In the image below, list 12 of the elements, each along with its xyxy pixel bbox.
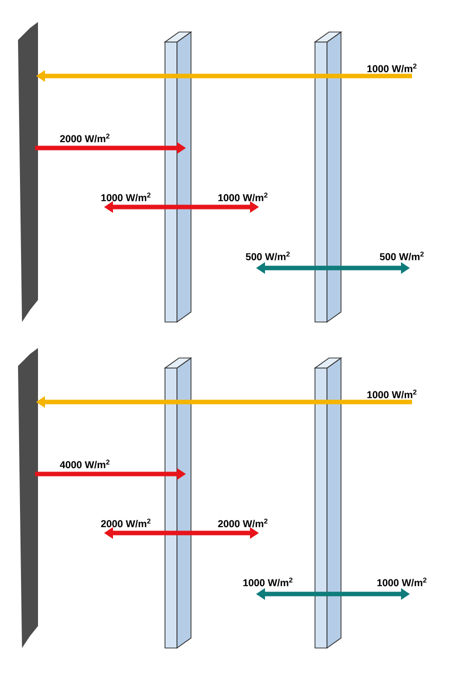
flux-label: 500 W/m$^{2}$ bbox=[246, 252, 290, 260]
flux-label: 1000 W/m$^{2}$ bbox=[367, 64, 416, 72]
flux-label: 1000 W/m$^{2}$ bbox=[367, 390, 416, 398]
flux-label: 1000 W/m$^{2}$ bbox=[377, 578, 426, 586]
flux-label: 2000 W/m$^{2}$ bbox=[101, 518, 150, 528]
flux-label: 1000 W/m$^{2}$ bbox=[218, 192, 268, 202]
flux-label: 2000 W/m$^{2}$ bbox=[60, 134, 110, 142]
flux-label: 500 W/m$^{2}$ bbox=[380, 252, 424, 260]
flux-label: 1000 W/m$^{2}$ bbox=[243, 578, 292, 586]
flux-label: 1000 W/m$^{2}$ bbox=[101, 192, 150, 202]
flux-label: 2000 W/m$^{2}$ bbox=[218, 518, 268, 528]
flux-label: 4000 W/m$^{2}$ bbox=[60, 460, 110, 468]
